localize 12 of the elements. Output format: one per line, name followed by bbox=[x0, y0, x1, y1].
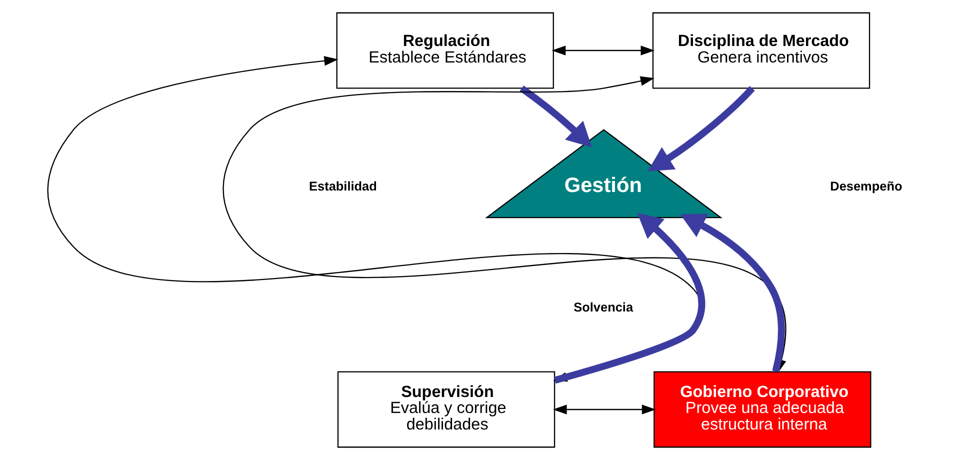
node-box: Regulación Establece Estándares bbox=[336, 12, 554, 89]
arrow bbox=[648, 86, 755, 172]
arrow bbox=[552, 404, 656, 414]
arrow bbox=[680, 214, 785, 372]
node-box: Disciplina de Mercado Genera incentivos bbox=[652, 12, 870, 89]
label: Estabilidad bbox=[309, 178, 377, 194]
label: Solvencia bbox=[574, 299, 634, 314]
node-box: Supervisión Evalúa y corrige debilidades bbox=[337, 371, 556, 448]
arrow bbox=[552, 46, 655, 56]
label: Desempeño bbox=[830, 178, 902, 194]
node-box: Gobierno Corporativo Provee una adecuada estructura interna bbox=[654, 371, 872, 448]
arrow bbox=[520, 86, 592, 148]
